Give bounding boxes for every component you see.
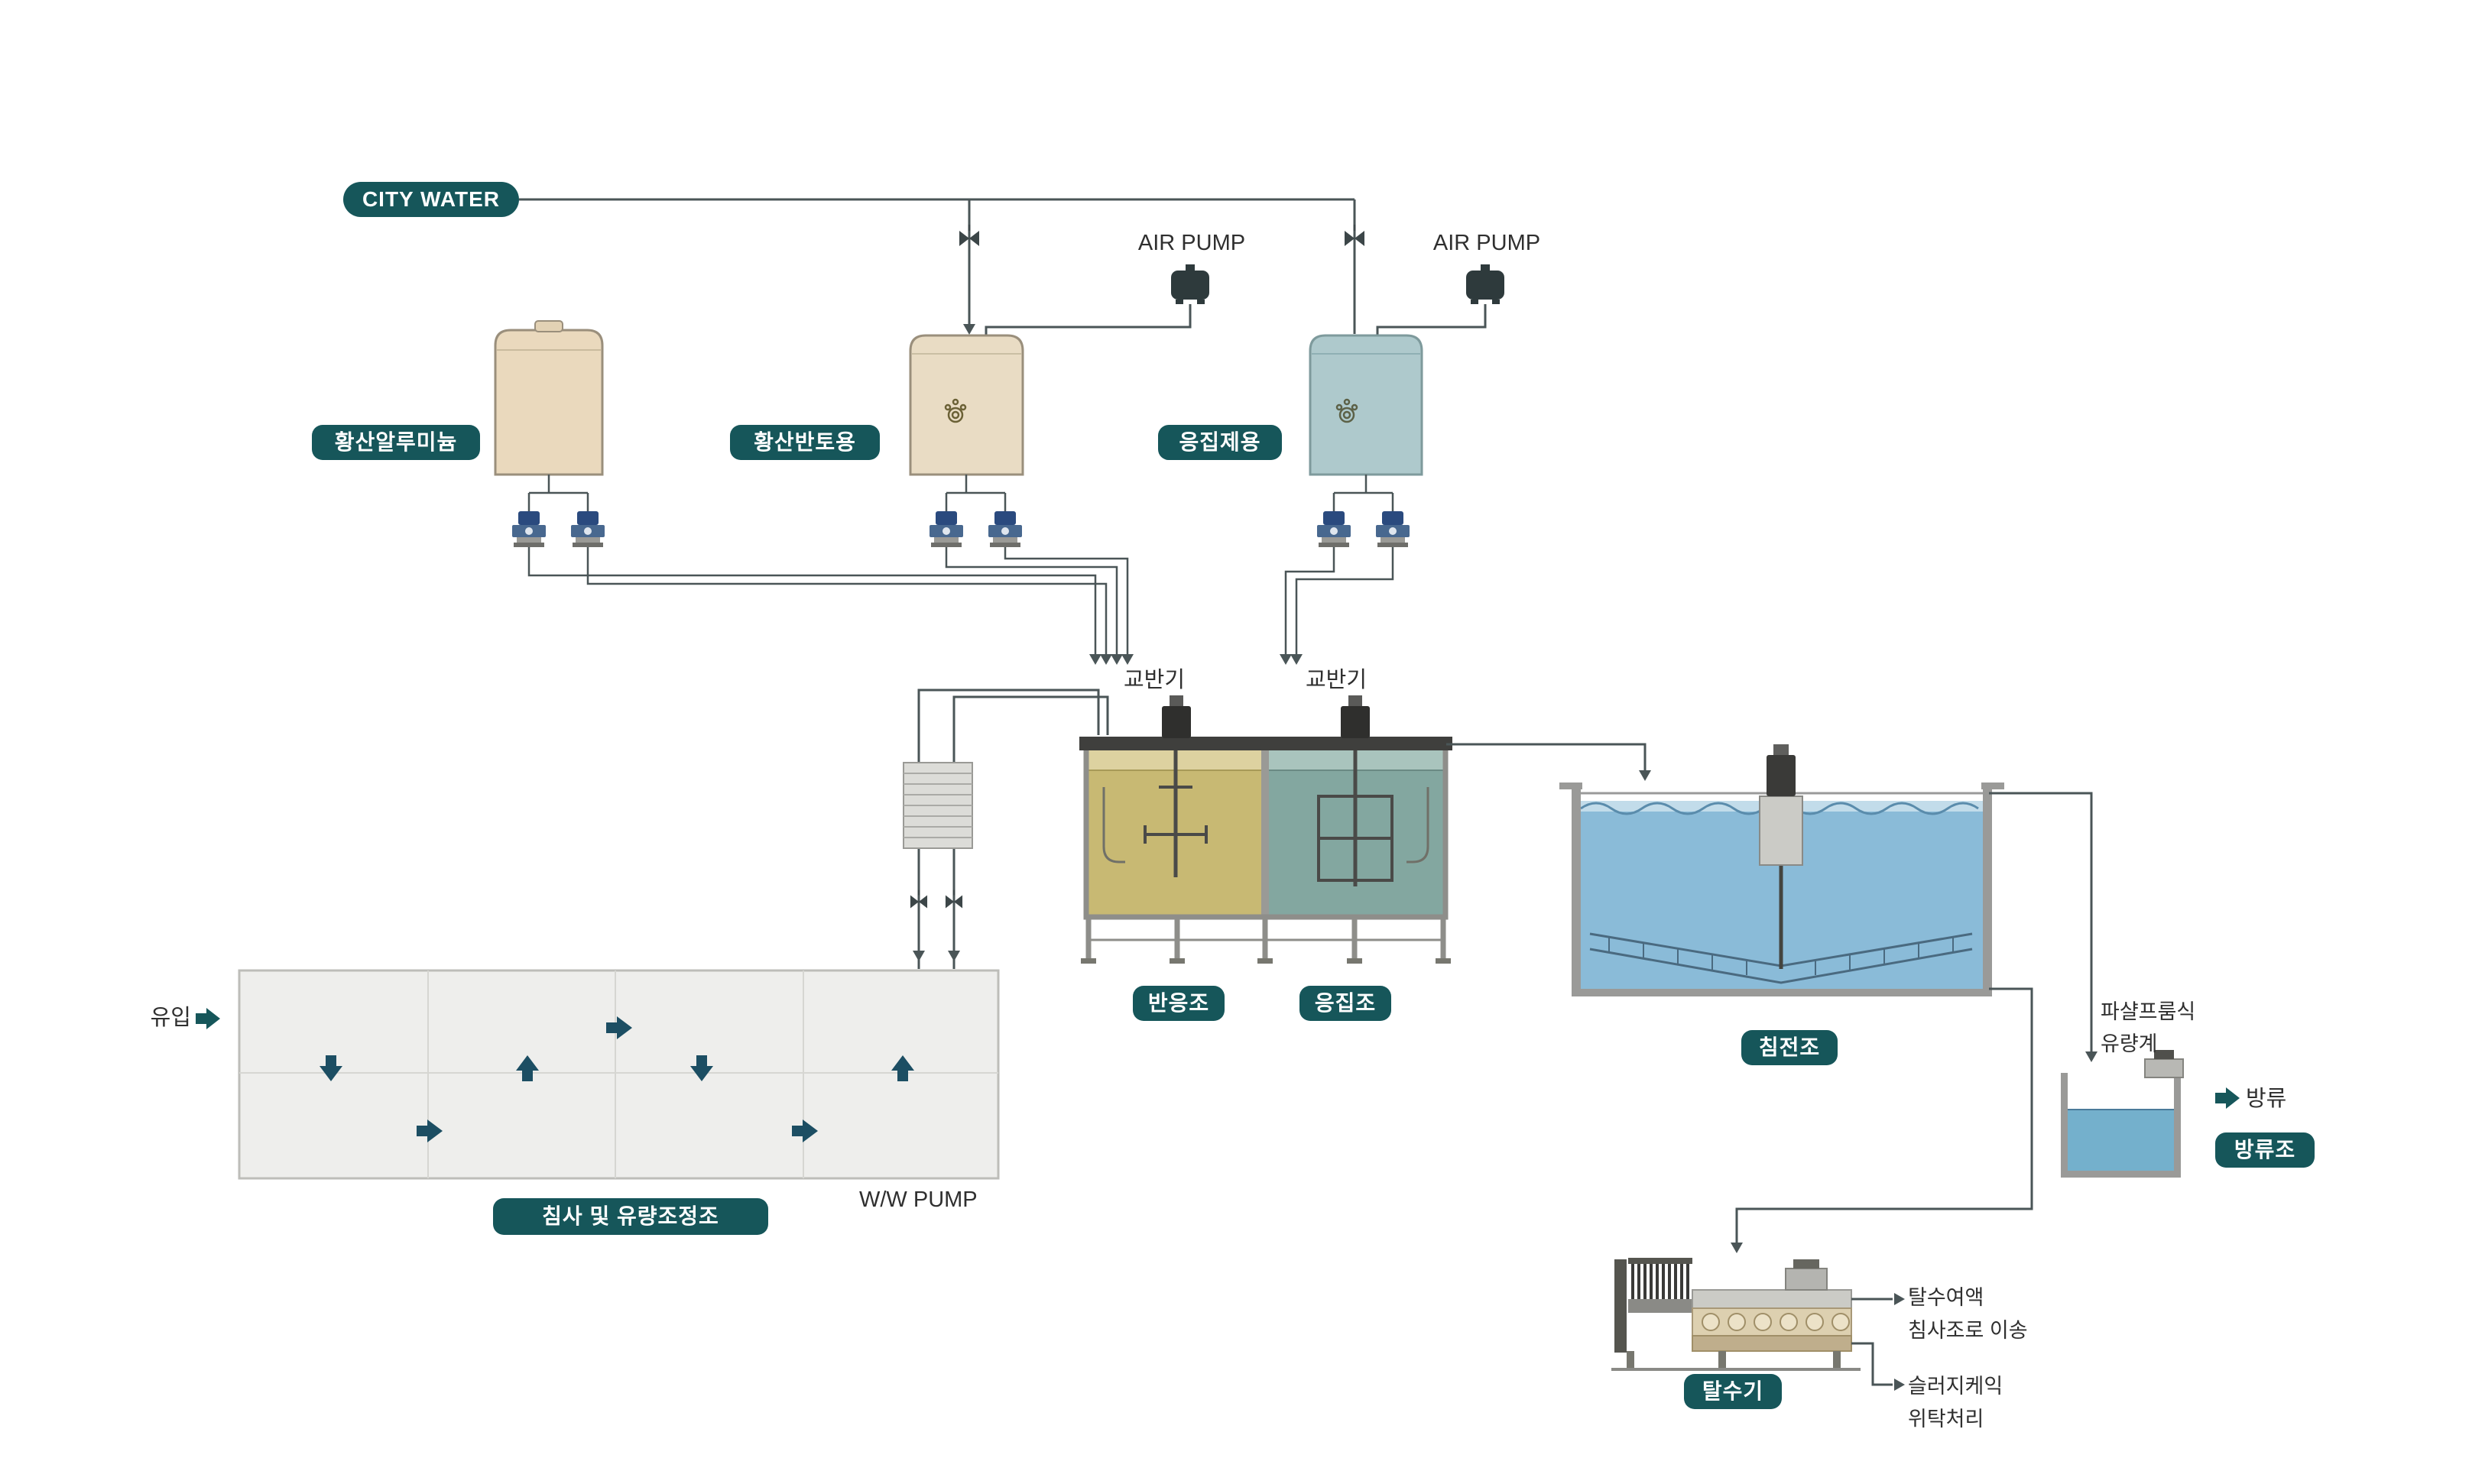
flex-coupling bbox=[903, 762, 973, 849]
feed-arrow bbox=[1290, 654, 1303, 665]
scraper bbox=[1589, 932, 1973, 984]
dewaterer-output-lines bbox=[1851, 1298, 1893, 1386]
air-pump-label-right: AIR PUMP bbox=[1432, 231, 1541, 255]
coagulant-tank bbox=[1309, 334, 1423, 476]
metering-pump bbox=[1317, 511, 1351, 547]
feed-arrow bbox=[1121, 654, 1134, 665]
tank-stand bbox=[1081, 917, 1451, 964]
metering-pump bbox=[512, 511, 546, 547]
sludge-pipe bbox=[1735, 987, 2033, 1243]
alum-solution-tank bbox=[909, 334, 1024, 476]
city-water-pipe bbox=[519, 198, 1356, 334]
grit-basin bbox=[238, 969, 1000, 1180]
filter-plates bbox=[1631, 1264, 1689, 1299]
air-pump-label-left: AIR PUMP bbox=[1137, 231, 1246, 255]
mixing-tank bbox=[1079, 695, 1452, 964]
alum-tank bbox=[494, 320, 604, 476]
coagulation-tank-badge: 응집조 bbox=[1299, 986, 1391, 1021]
metering-pump bbox=[988, 511, 1022, 547]
belt-rollers bbox=[1702, 1313, 1850, 1331]
feed-arrow bbox=[1280, 654, 1292, 665]
discharge-label: 방류 bbox=[2246, 1087, 2287, 1111]
air-pump-icon-left bbox=[1171, 264, 1209, 304]
filtrate-label-line2: 침사조로 이송 bbox=[1908, 1319, 2028, 1342]
agitator-label-left: 교반기 bbox=[1123, 668, 1186, 692]
transfer-pipe bbox=[1446, 743, 1647, 770]
alum-badge: 황산알루미늄 bbox=[312, 425, 480, 460]
sludge-label-line2: 위탁처리 bbox=[1908, 1408, 1984, 1431]
basin-grid bbox=[239, 970, 998, 1178]
chemical-feed-lines bbox=[527, 547, 1394, 654]
feed-arrow bbox=[1089, 654, 1101, 665]
air-pump-icon-right bbox=[1466, 264, 1504, 304]
feed-hopper bbox=[1785, 1268, 1828, 1291]
coagulant-badge: 응집제용 bbox=[1158, 425, 1282, 460]
filtrate-label-line1: 탈수여액 bbox=[1908, 1286, 1984, 1309]
feed-arrow bbox=[1100, 654, 1112, 665]
diffuser-icon bbox=[944, 398, 967, 423]
sludge-cake-arrow bbox=[1894, 1379, 1905, 1391]
sedimentation-tank-badge: 침전조 bbox=[1741, 1030, 1838, 1065]
filtrate-arrow bbox=[1894, 1293, 1905, 1305]
alum-solution-badge: 황산반토용 bbox=[730, 425, 880, 460]
agitator-label-right: 교반기 bbox=[1305, 668, 1368, 692]
pipe-arrow bbox=[963, 324, 975, 335]
flume-label-line2: 유량계 bbox=[2101, 1032, 2158, 1055]
ww-pump-label: W/W PUMP bbox=[859, 1188, 978, 1212]
transfer-arrow bbox=[1639, 770, 1651, 781]
pump-manifolds bbox=[527, 475, 1394, 511]
metering-pump bbox=[571, 511, 605, 547]
discharge-tank-body bbox=[2061, 1050, 2184, 1178]
grit-flow-tank-badge: 침사 및 유량조정조 bbox=[493, 1198, 768, 1235]
coagulation-agitator bbox=[1317, 750, 1393, 886]
discharge-tank-badge: 방류조 bbox=[2215, 1132, 2315, 1168]
feed-arrow bbox=[1111, 654, 1123, 665]
reaction-agitator bbox=[1144, 750, 1208, 877]
drive-cylinder bbox=[1759, 795, 1803, 866]
inflow-label: 유입 bbox=[150, 1006, 191, 1030]
diffuser-icon bbox=[1335, 398, 1358, 423]
sludge-label-line1: 슬러지케익 bbox=[1908, 1375, 2003, 1398]
effluent-arrow bbox=[2085, 1051, 2098, 1062]
dewaterer-machine bbox=[1611, 1258, 1861, 1371]
sludge-arrow bbox=[1731, 1243, 1743, 1253]
city-water-badge: CITY WATER bbox=[343, 182, 519, 217]
discharge-arrow bbox=[2215, 1087, 2240, 1109]
inflow-arrow bbox=[196, 1008, 220, 1029]
flume-label-line1: 파샬프룸식 bbox=[2101, 1000, 2196, 1023]
dewaterer-badge: 탈수기 bbox=[1684, 1374, 1782, 1409]
parshall-flume bbox=[2144, 1050, 2184, 1078]
riser-arrow bbox=[948, 951, 960, 961]
metering-pump bbox=[930, 511, 963, 547]
effluent-pipe bbox=[1989, 792, 2093, 1051]
sedimentation-tank-body bbox=[1559, 744, 2004, 996]
reaction-tank-badge: 반응조 bbox=[1133, 986, 1225, 1021]
drive-motor bbox=[1767, 755, 1796, 796]
riser-arrow bbox=[913, 951, 925, 961]
metering-pump bbox=[1376, 511, 1410, 547]
